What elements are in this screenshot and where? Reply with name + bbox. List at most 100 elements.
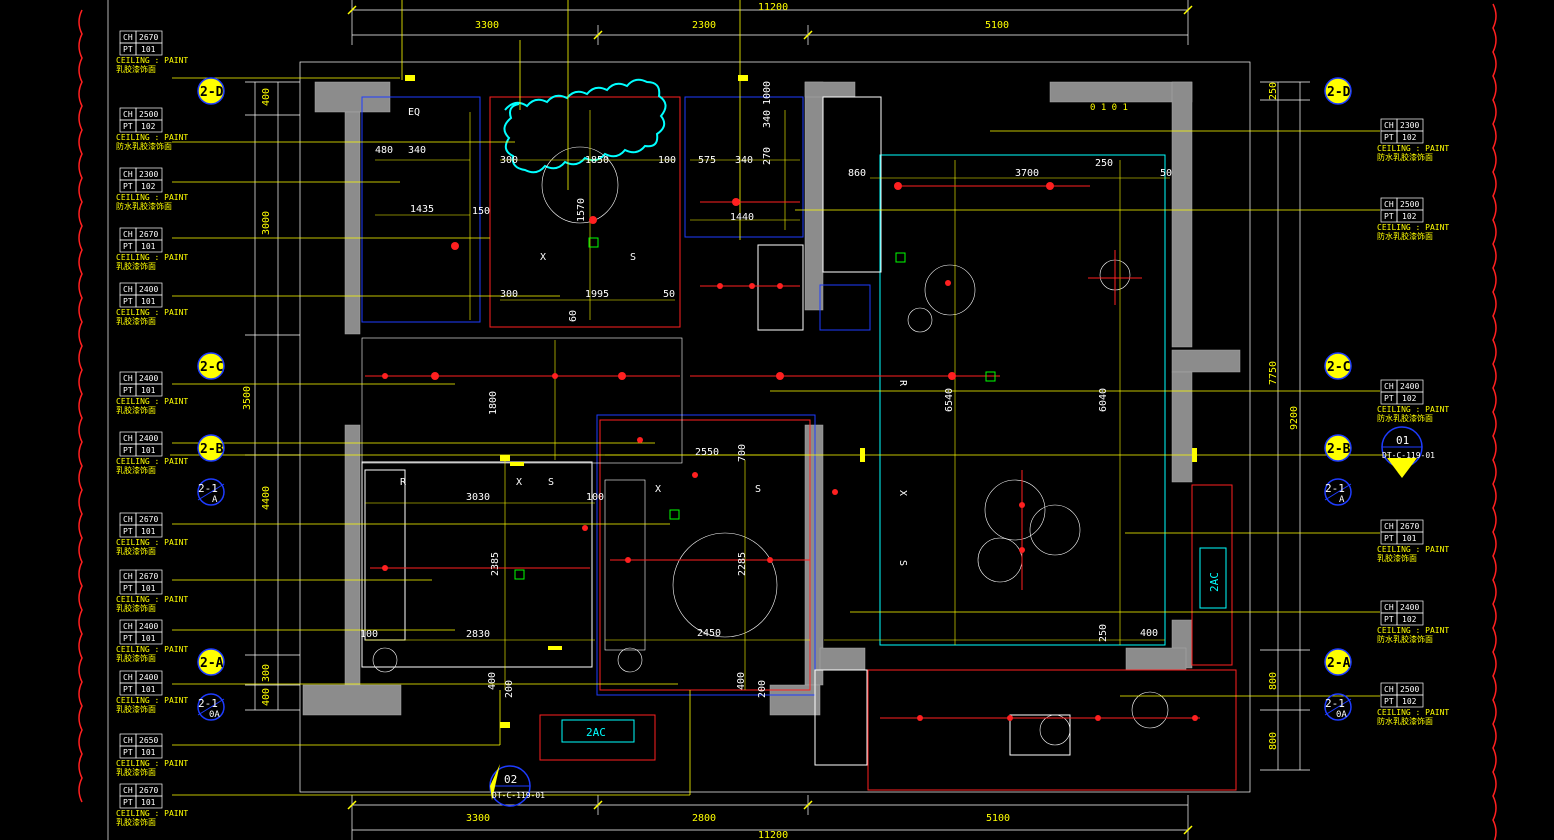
section-callout-02: 02 DT-C-119-01 (489, 764, 545, 807)
svg-text:2830: 2830 (466, 629, 490, 640)
svg-text:1995: 1995 (585, 289, 609, 300)
tag-pt-value: 102 (1402, 697, 1417, 706)
svg-text:1850: 1850 (585, 155, 609, 166)
tag-ch-label: CH (1384, 685, 1394, 694)
svg-text:A: A (212, 495, 218, 505)
dim-top-a: 3300 (475, 20, 499, 31)
tag-caption-cn: 防水乳胶漆饰面 (1377, 231, 1433, 241)
svg-text:2285: 2285 (737, 552, 748, 576)
svg-text:2AC: 2AC (586, 726, 606, 739)
svg-text:S: S (897, 560, 908, 566)
tag-pt-value: 102 (1402, 615, 1417, 624)
grid-bubble-2a-right: 2-A (1324, 648, 1352, 676)
dim-right-a: 250 (1268, 82, 1279, 100)
tag-pt-label: PT (123, 798, 133, 807)
tag-ch-value: 2670 (139, 515, 158, 524)
svg-text:50: 50 (1160, 168, 1172, 179)
svg-text:1435: 1435 (410, 204, 434, 215)
tag-ch-value: 2400 (1400, 382, 1419, 391)
svg-text:2-1: 2-1 (198, 482, 218, 495)
tag-ch-value: 2300 (139, 170, 158, 179)
tag-pt-value: 102 (141, 122, 156, 131)
right-revision-cloud (1492, 3, 1497, 840)
dim-top-total: 11200 (758, 2, 788, 13)
tag-pt-label: PT (123, 297, 133, 306)
svg-text:X: X (897, 490, 908, 496)
dim-bottom-a: 3300 (466, 813, 490, 824)
tag-ch-value: 2500 (139, 110, 158, 119)
tag-caption-en: CEILING : PAINT (1377, 626, 1449, 635)
tag-pt-label: PT (123, 748, 133, 757)
tag-caption-cn: 乳胶漆饰面 (116, 261, 156, 271)
grid-bubble-2a-left: 2-A (197, 648, 225, 676)
grid-bubble-210a-left: 2-1 0A (197, 693, 225, 721)
svg-text:200: 200 (504, 680, 515, 698)
inner-dimension-lines (365, 110, 1170, 690)
tag-caption-en: CEILING : PAINT (116, 595, 188, 604)
svg-text:X: X (655, 484, 661, 495)
dim-left-a: 400 (261, 88, 272, 106)
svg-text:2-B: 2-B (1327, 442, 1351, 457)
tag-caption-cn: 防水乳胶漆饰面 (1377, 413, 1433, 423)
tag-pt-label: PT (123, 584, 133, 593)
tag-caption-en: CEILING : PAINT (116, 809, 188, 818)
tag-ch-value: 2670 (139, 230, 158, 239)
cyan-revision-cloud (503, 78, 667, 174)
tag-caption-cn: 防水乳胶漆饰面 (1377, 716, 1433, 726)
section-callout-01: 01 DT-C-119-01 (1381, 426, 1435, 478)
svg-text:2-C: 2-C (1327, 360, 1350, 375)
svg-text:100: 100 (586, 492, 604, 503)
tag-pt-label: PT (1384, 534, 1394, 543)
grid-bubble-2b-left: 2-B (197, 434, 225, 462)
tag-caption-en: CEILING : PAINT (116, 253, 188, 262)
svg-text:DT-C-119-01: DT-C-119-01 (1382, 451, 1435, 460)
tag-pt-label: PT (123, 685, 133, 694)
tag-caption-cn: 防水乳胶漆饰面 (116, 201, 172, 211)
tag-pt-value: 101 (141, 386, 156, 395)
tag-pt-label: PT (1384, 212, 1394, 221)
tag-caption-cn: 乳胶漆饰面 (116, 405, 156, 415)
tag-ch-label: CH (123, 33, 133, 42)
tag-caption-cn: 乳胶漆饰面 (116, 316, 156, 326)
svg-text:2AC: 2AC (1208, 572, 1221, 592)
right-dims: 250 7750 9200 800 800 (1268, 82, 1300, 750)
svg-text:2-D: 2-D (200, 85, 224, 100)
svg-text:01: 01 (1396, 434, 1409, 447)
tag-ch-label: CH (1384, 200, 1394, 209)
misc-labels: EQ R X S X S X S R X S 0 1 0 1 (400, 103, 1128, 566)
dim-left-c: 3500 (242, 386, 253, 410)
tag-ch-label: CH (123, 515, 133, 524)
tag-ch-value: 2500 (1400, 685, 1419, 694)
tag-caption-cn: 乳胶漆饰面 (116, 767, 156, 777)
tag-caption-cn: 防水乳胶漆饰面 (116, 141, 172, 151)
svg-text:250: 250 (1098, 624, 1109, 642)
tag-caption-cn: 乳胶漆饰面 (116, 603, 156, 613)
tag-pt-value: 101 (141, 446, 156, 455)
tag-caption-en: CEILING : PAINT (116, 193, 188, 202)
svg-text:2450: 2450 (697, 628, 721, 639)
leader-lines (170, 0, 1390, 796)
wall-markers (405, 75, 1197, 728)
tag-ch-value: 2400 (139, 434, 158, 443)
grid-bubble-210a-right: 2-1 0A (1324, 693, 1352, 721)
ac-unit-bottom: 2AC (561, 719, 635, 743)
svg-text:300: 300 (500, 289, 518, 300)
svg-text:300: 300 (500, 155, 518, 166)
svg-text:X: X (516, 477, 522, 488)
svg-text:400: 400 (487, 672, 498, 690)
tag-pt-label: PT (123, 634, 133, 643)
tag-caption-en: CEILING : PAINT (116, 538, 188, 547)
svg-text:2385: 2385 (490, 552, 501, 576)
svg-text:A: A (1339, 495, 1345, 505)
